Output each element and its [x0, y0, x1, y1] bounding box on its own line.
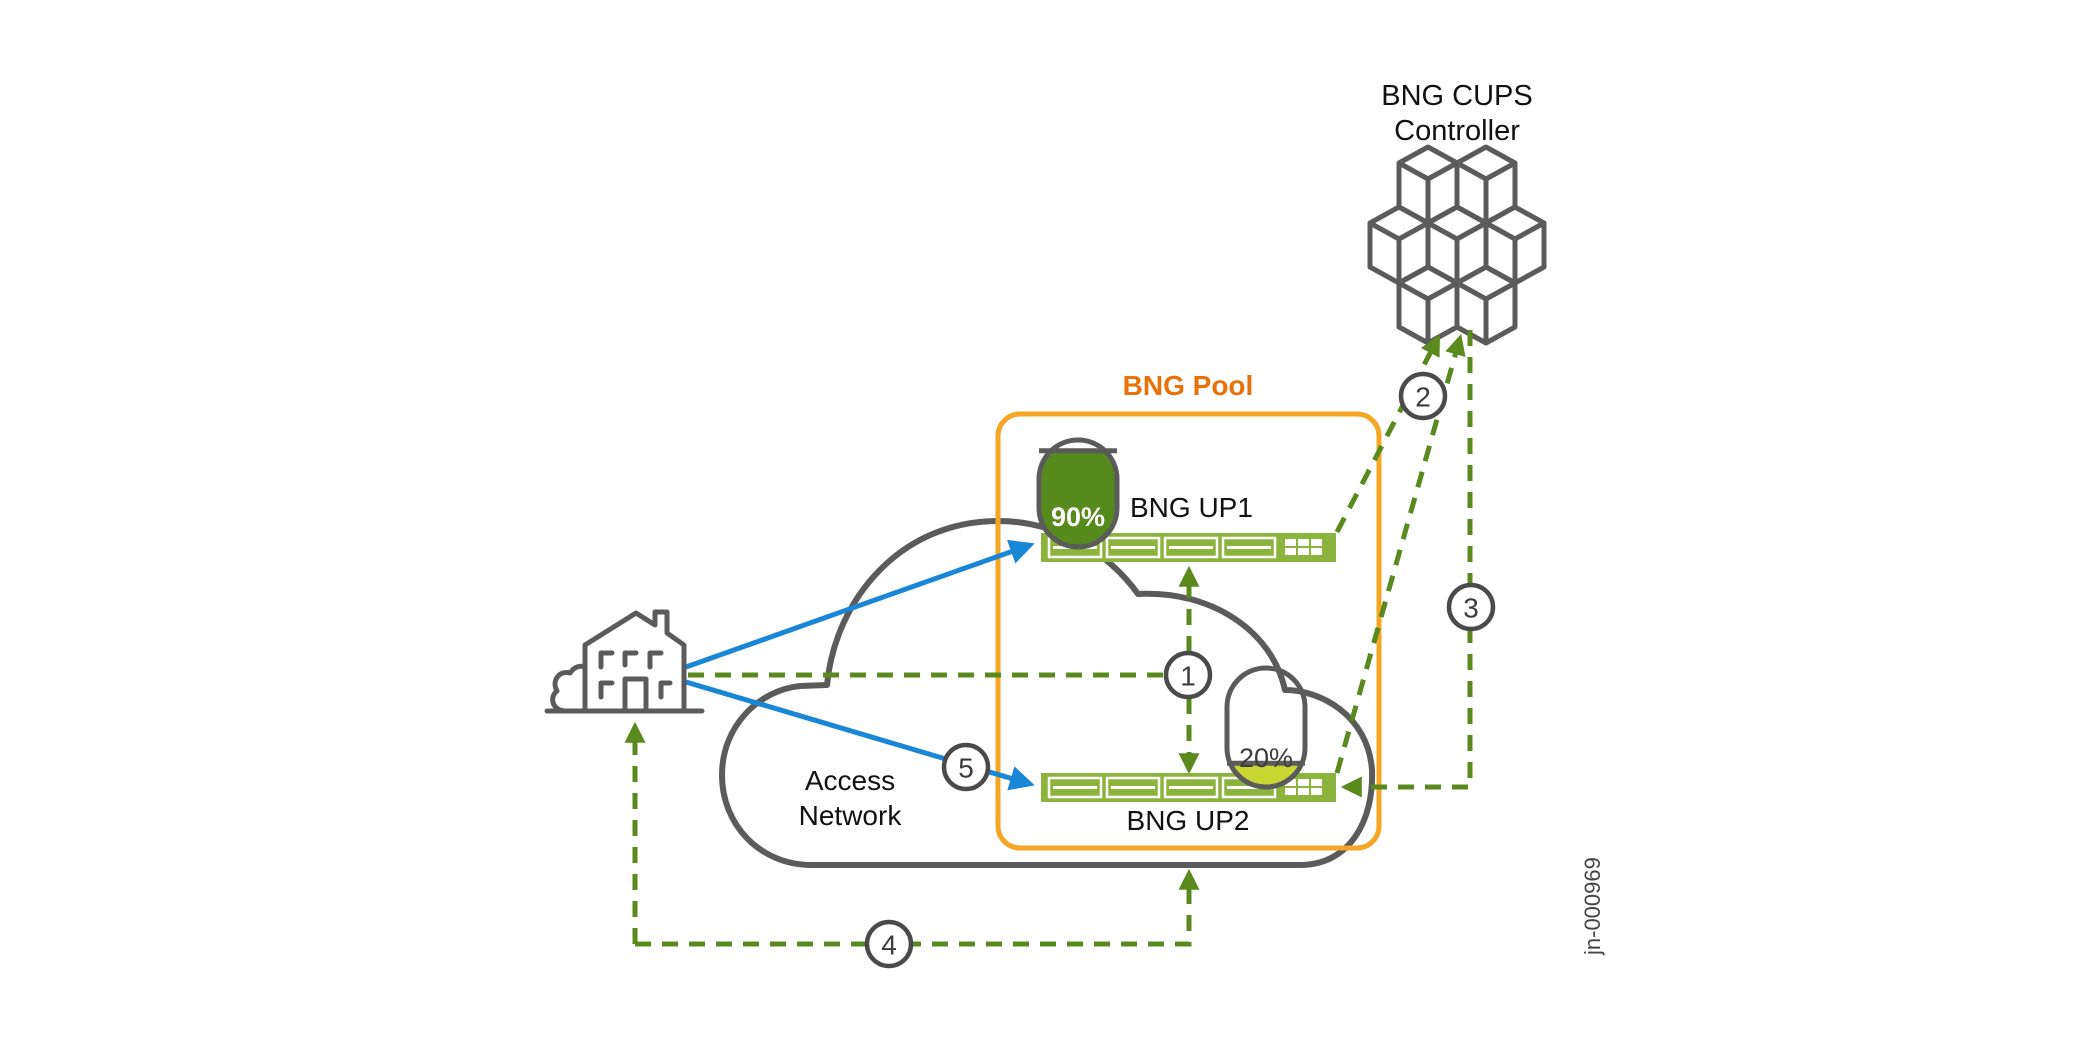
router-line-card: [1163, 776, 1219, 799]
bng-up2-label: BNG UP2: [1127, 805, 1250, 836]
data-path-to-up1: [685, 539, 1035, 670]
figure-id: jn-000969: [1580, 857, 1605, 956]
step-5-badge: 5: [941, 742, 991, 792]
step4-arrow-to-network: [635, 868, 1200, 947]
router-port: [1298, 779, 1309, 786]
cube: [1396, 264, 1460, 346]
cube: [1454, 264, 1518, 346]
step-1-badge: 1: [1163, 650, 1213, 700]
bng-pool-label: BNG Pool: [1123, 370, 1254, 401]
up1-load-gauge: 90%: [1036, 437, 1120, 550]
router-port: [1311, 548, 1322, 555]
up1-load-value: 90%: [1051, 502, 1105, 532]
router-port: [1298, 539, 1309, 546]
step-2-badge: 2: [1398, 371, 1448, 421]
router-line-card: [1163, 536, 1219, 559]
step-2-number: 2: [1415, 382, 1431, 413]
step-1-number: 1: [1180, 661, 1196, 692]
up2-load-gauge: 20%: [1224, 665, 1308, 790]
router-port: [1298, 788, 1309, 795]
up2-load-value: 20%: [1239, 743, 1293, 773]
cube: [1483, 204, 1547, 286]
router-port: [1311, 539, 1322, 546]
cube-cluster-icon: [1367, 144, 1547, 346]
router-line-card: [1221, 536, 1277, 559]
up1-gauge-outline: [1036, 437, 1120, 550]
bng-up1-label: BNG UP1: [1130, 492, 1253, 523]
router-port: [1285, 779, 1296, 786]
step-3-badge: 3: [1446, 582, 1496, 632]
router-line-card: [1047, 776, 1103, 799]
step3-arrow-to-up2: [1340, 330, 1473, 798]
router-port: [1285, 548, 1296, 555]
access-network-label-line2: Network: [799, 800, 903, 831]
controller-title-line1: BNG CUPS: [1381, 80, 1532, 112]
controller-title-line2: Controller: [1394, 115, 1520, 147]
step2-arrow-from-up1: [1334, 334, 1441, 534]
step2-arrow-from-up2: [1334, 333, 1466, 774]
router-port: [1311, 779, 1322, 786]
router-port: [1311, 788, 1322, 795]
step-3-number: 3: [1463, 593, 1479, 624]
router-port: [1298, 548, 1309, 555]
access-network-label-line1: Access: [805, 765, 895, 796]
step-4-badge: 4: [864, 919, 914, 969]
router-line-card: [1105, 536, 1161, 559]
router-port: [1285, 539, 1296, 546]
router-line-card: [1105, 776, 1161, 799]
up2-gauge-outline: [1224, 665, 1308, 790]
up1-load-fill: [1039, 450, 1117, 547]
step-4-number: 4: [881, 930, 897, 961]
router-port: [1285, 788, 1296, 795]
house-icon: [544, 609, 705, 714]
step-5-number: 5: [958, 753, 974, 784]
